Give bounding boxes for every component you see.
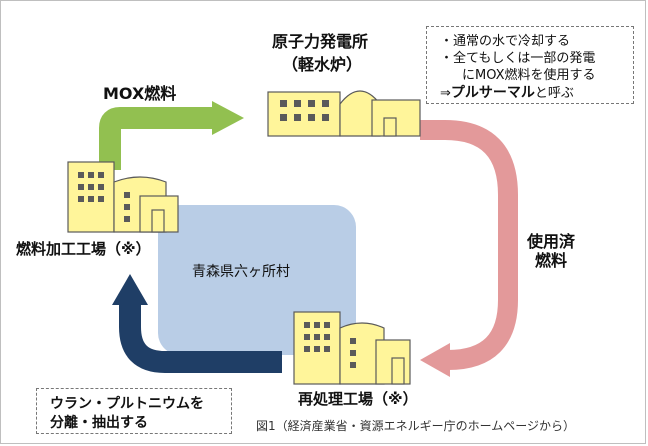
note-top-line4: ⇒プルサーマルと呼ぶ: [440, 82, 574, 102]
note-top-line3: にMOX燃料を使用する: [462, 68, 596, 83]
spent-fuel-label-2: 燃料: [535, 251, 568, 270]
note-bottom-line1: ウラン・プルトニウムを: [50, 396, 204, 412]
recycle-arrow: [112, 274, 282, 373]
figure-caption: 図1（経済産業省・資源エネルギー庁のホームページから）: [256, 419, 576, 433]
reprocessing-plant-icon: [293, 311, 411, 385]
note-bottom-box: [36, 388, 232, 434]
note-top-line2: ・全てもしくは一部の発電: [440, 51, 596, 66]
fuel-plant-icon: [67, 161, 179, 233]
mox-arrow: [99, 101, 244, 170]
note-top-pluthermal: プルサーマル: [450, 85, 535, 101]
region-label: 青森県六ヶ所村: [192, 264, 290, 280]
note-bottom-line2: 分離・抽出する: [50, 415, 148, 431]
spent-fuel-arrow: [420, 120, 518, 377]
note-top-line4-suffix: と呼ぶ: [534, 86, 574, 101]
reprocess-plant-label: 再処理工場（※）: [298, 390, 418, 408]
mox-label: MOX燃料: [103, 84, 177, 103]
note-top-box: [426, 26, 634, 104]
note-top-line1: ・通常の水で冷却する: [440, 34, 571, 49]
note-top-line4-prefix: ⇒: [440, 86, 451, 101]
nuclear-plant-icon: [267, 90, 421, 137]
spent-fuel-label-1: 使用済: [527, 232, 576, 251]
fuel-plant-label: 燃料加工工場（※）: [16, 240, 151, 258]
npp-subtitle: （軽水炉）: [282, 55, 363, 74]
npp-title: 原子力発電所: [272, 32, 369, 51]
